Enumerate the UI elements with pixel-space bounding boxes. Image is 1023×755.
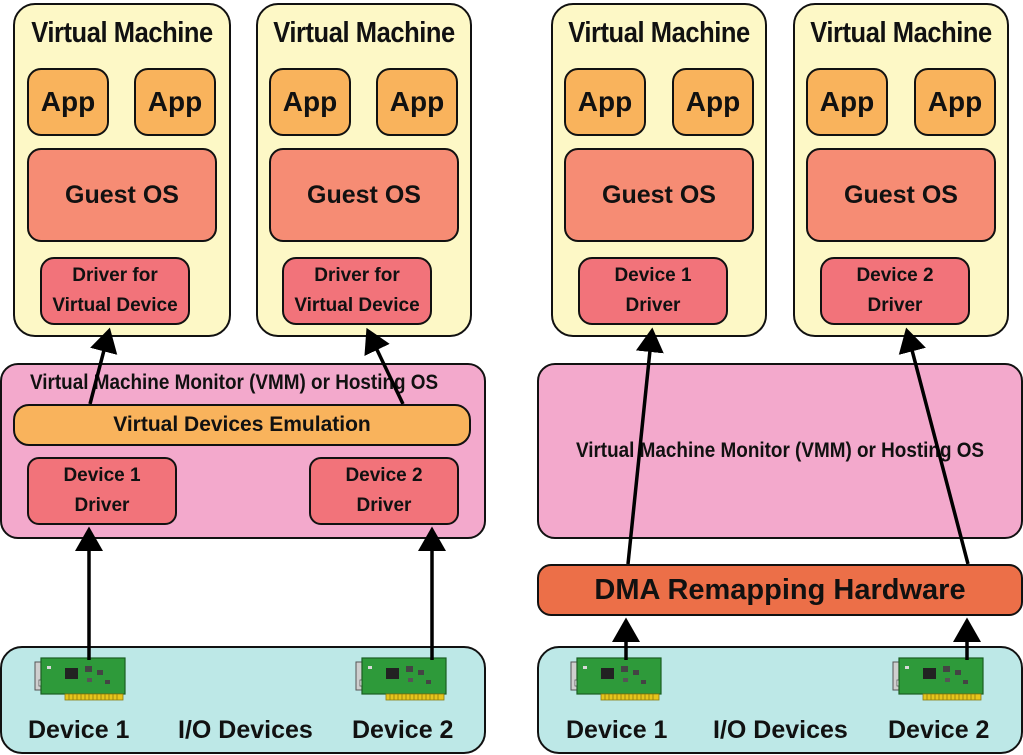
vmm-title: Virtual Machine Monitor (VMM) or Hosting… [30,371,439,394]
vm-title: Virtual Machine [31,17,213,49]
driver-line2: Driver [356,495,412,516]
right-vm2-app2: App [914,68,996,136]
left-io-label: I/O Devices [178,716,313,744]
vm-title: Virtual Machine [273,17,455,49]
right-vm2-app1: App [806,68,888,136]
right-io-device2-label: Device 2 [888,716,990,744]
right-vm2-guest-os: Guest OS [806,148,996,242]
left-vm1-app2: App [134,68,216,136]
driver-line2: Virtual Device [52,295,178,316]
driver-line2: Driver [625,295,681,316]
driver-line1: Device 2 [345,465,423,486]
driver-line2: Driver [74,495,130,516]
right-vm1-device1-driver: Device 1 Driver [578,257,728,325]
left-io-device2-label: Device 2 [352,716,454,744]
left-vm1-guest-os: Guest OS [27,148,217,242]
driver-line1: Device 2 [856,265,934,286]
vmm-title: Virtual Machine Monitor (VMM) or Hosting… [575,439,985,462]
left-vm2-app2: App [376,68,458,136]
driver-line1: Driver for [72,265,158,286]
right-vm1-guest-os: Guest OS [564,148,754,242]
left-virtual-devices-emulation: Virtual Devices Emulation [13,404,471,446]
right-vmm: Virtual Machine Monitor (VMM) or Hosting… [537,363,1023,539]
right-vm1-app1: App [564,68,646,136]
driver-line1: Device 1 [614,265,692,286]
vm-title: Virtual Machine [810,17,992,49]
right-dma-remapping-hardware: DMA Remapping Hardware [537,564,1023,616]
left-io-device1-label: Device 1 [28,716,130,744]
driver-line2: Driver [867,295,923,316]
driver-line2: Virtual Device [294,295,420,316]
left-vmm-device2-driver: Device 2 Driver [309,457,459,525]
driver-line1: Driver for [314,265,400,286]
right-io-label: I/O Devices [713,716,848,744]
vm-title: Virtual Machine [568,17,750,49]
right-io-device1-label: Device 1 [566,716,668,744]
right-vm2-device2-driver: Device 2 Driver [820,257,970,325]
left-vm2-app1: App [269,68,351,136]
left-vmm-device1-driver: Device 1 Driver [27,457,177,525]
left-vm1-app1: App [27,68,109,136]
right-vm1-app2: App [672,68,754,136]
driver-line1: Device 1 [63,465,141,486]
left-vm2-guest-os: Guest OS [269,148,459,242]
